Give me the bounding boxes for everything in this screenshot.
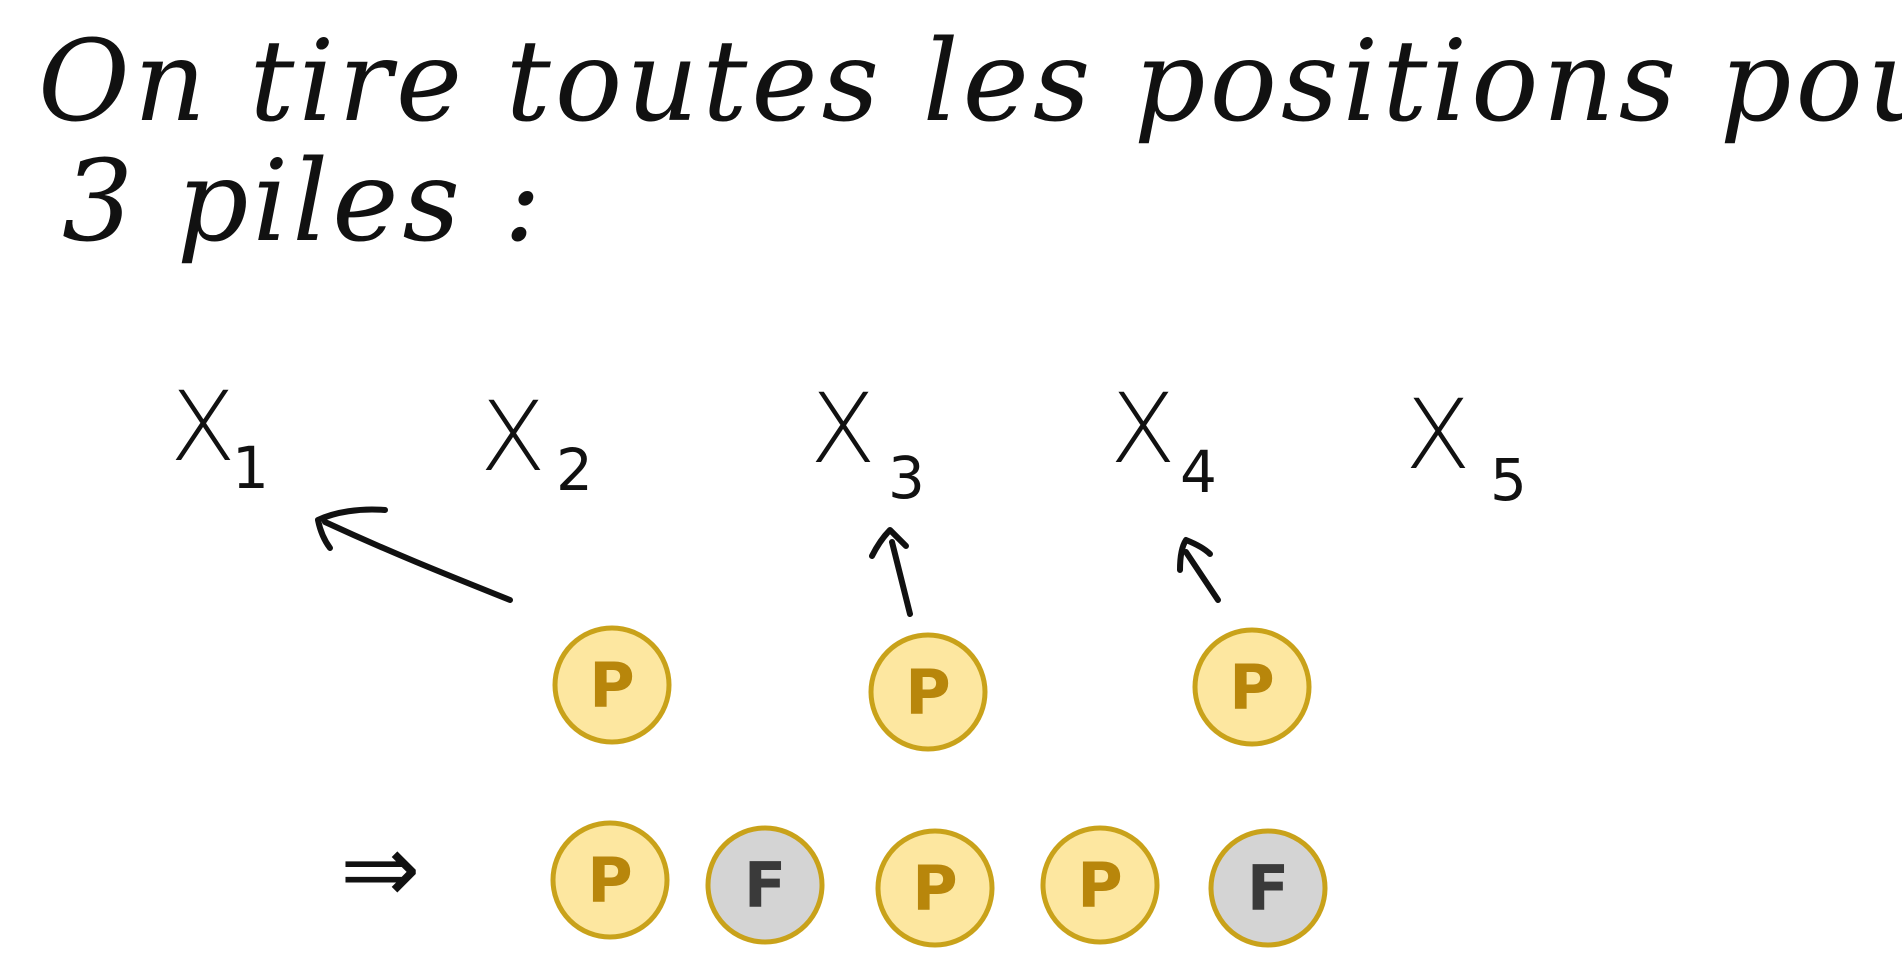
coin-label: P (1077, 849, 1122, 922)
coin-disc (550, 820, 670, 940)
heading-line-1: On tire toutes les positions pour (38, 17, 1902, 147)
coin-pile: P (1040, 825, 1160, 945)
variable-x1: X 1 (170, 371, 269, 502)
coin-face: F (705, 825, 825, 945)
variable-letter: X (810, 373, 876, 485)
coin-disc (1208, 828, 1328, 948)
coin-disc (868, 632, 988, 752)
coin-label: F (744, 849, 786, 922)
coin-disc (1192, 627, 1312, 747)
arrow-coin-to-x3 (869, 527, 913, 617)
coin-disc (552, 625, 672, 745)
implies-symbol: ⇒ (340, 813, 420, 925)
heading-line-2: 3 piles : (62, 137, 545, 267)
coin-disc (1040, 825, 1160, 945)
coin-pile: P (1192, 627, 1312, 747)
coin-label: F (1247, 852, 1289, 925)
arrow-coin-to-x1 (315, 506, 513, 603)
variable-letter: X (480, 381, 546, 493)
variable-letter: X (1110, 373, 1176, 485)
variable-letter: X (170, 371, 236, 483)
coin-label: P (589, 649, 634, 722)
coin-face: F (1208, 828, 1328, 948)
coin-disc (705, 825, 825, 945)
arrow-head (315, 506, 388, 551)
coin-pile: P (552, 625, 672, 745)
coin-pile: P (868, 632, 988, 752)
arrow-shaft (889, 539, 913, 617)
coin-label: P (1229, 651, 1274, 724)
variable-subscript: 4 (1180, 438, 1217, 506)
variable-x4: X 4 (1110, 373, 1217, 506)
arrow-head (869, 527, 909, 559)
variable-subscript: 3 (888, 444, 925, 512)
variable-subscript: 2 (556, 436, 593, 504)
coin-label: P (912, 852, 957, 925)
variable-letter: X (1405, 379, 1471, 491)
arrow-shaft (1183, 549, 1221, 603)
variable-subscript: 5 (1490, 446, 1527, 514)
variable-x3: X 3 (810, 373, 925, 512)
coin-pile: P (875, 828, 995, 948)
variable-subscript: 1 (232, 434, 269, 502)
coin-pile: P (550, 820, 670, 940)
arrow-coin-to-x4 (1177, 537, 1221, 603)
arrow-shaft (322, 519, 513, 603)
variable-x5: X 5 (1405, 379, 1527, 514)
coin-disc (875, 828, 995, 948)
variable-x2: X 2 (480, 381, 593, 504)
coin-label: P (905, 656, 950, 729)
coin-label: P (587, 844, 632, 917)
arrow-head (1177, 537, 1213, 573)
